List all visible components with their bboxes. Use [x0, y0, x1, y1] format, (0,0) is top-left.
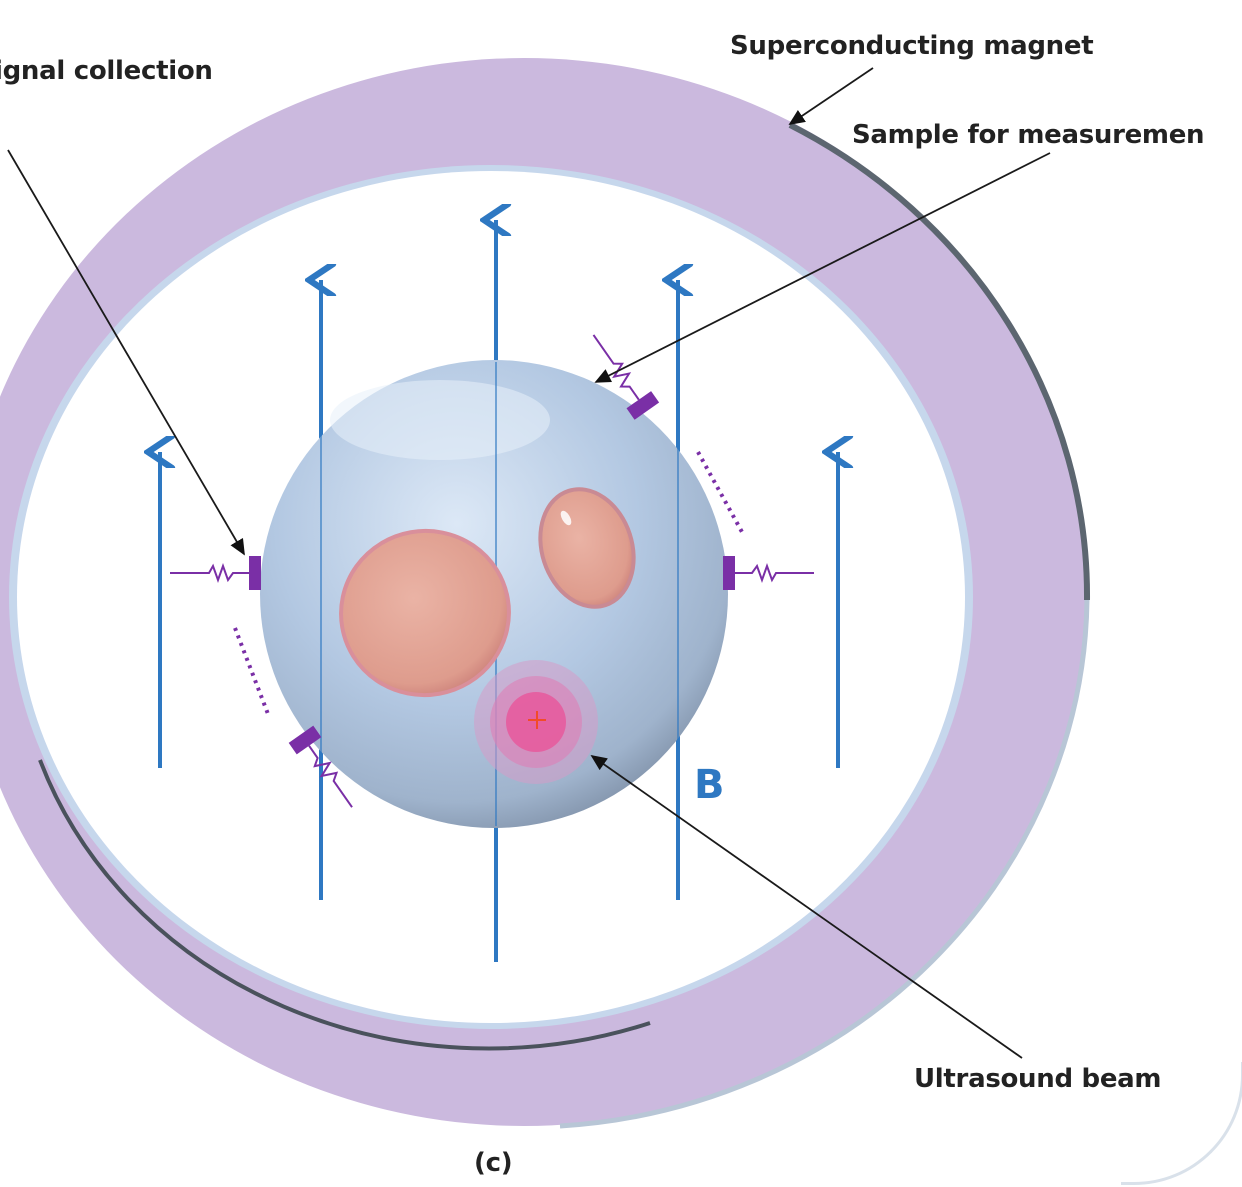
- leader-ultrasound-beam: [590, 754, 1023, 1059]
- electrode-lower-left: [288, 725, 353, 808]
- leader-superconducting-magnet: [788, 67, 874, 126]
- leader-lines: [7, 67, 1051, 1059]
- label-signal-collection: ignal collection: [0, 56, 213, 86]
- ultrasound-focus: [474, 660, 598, 784]
- signal-electrodes: [170, 334, 814, 808]
- sample-highlight: [330, 380, 550, 460]
- label-magnetic-field: B: [694, 762, 725, 808]
- electrode-left: [170, 556, 261, 590]
- leader-signal-collection: [7, 149, 245, 556]
- focus-crosshair-icon: [528, 711, 546, 729]
- lesion-glint: [560, 510, 572, 526]
- label-ultrasound-beam: Ultrasound beam: [914, 1064, 1162, 1094]
- figure-caption: (c): [474, 1148, 513, 1178]
- label-sample: Sample for measuremen: [852, 120, 1205, 150]
- electrode-upper-right: [592, 334, 660, 420]
- label-superconducting-magnet: Superconducting magnet: [730, 31, 1094, 61]
- leader-sample: [594, 152, 1051, 383]
- lesions: [339, 487, 636, 698]
- bore-shadow: [38, 759, 651, 1051]
- electrode-right: [723, 556, 814, 590]
- magnet-edge-lower: [559, 599, 1090, 1129]
- lesion-large: [339, 528, 511, 698]
- magnet-edge-highlight: [788, 122, 1091, 601]
